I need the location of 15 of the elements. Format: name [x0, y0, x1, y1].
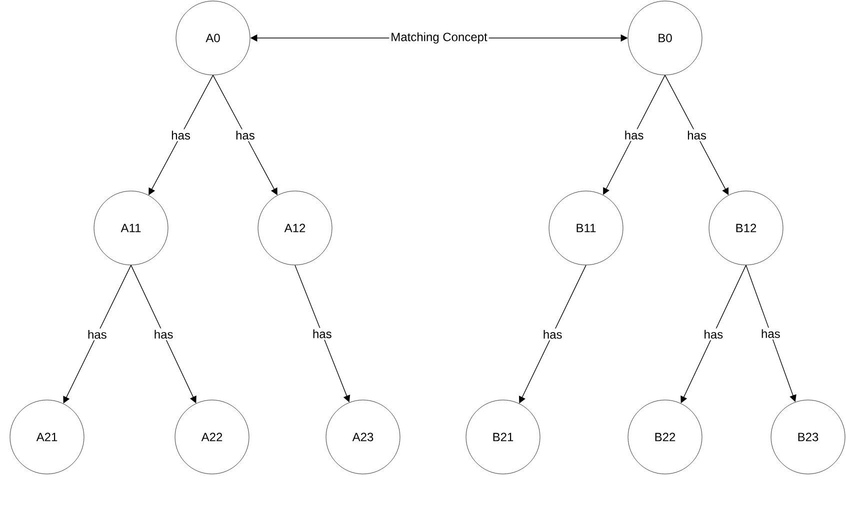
edge-label: has — [686, 129, 708, 142]
edge-label: has — [234, 129, 256, 142]
edge-label: has — [152, 328, 175, 340]
edge-label: has — [86, 328, 108, 340]
arrow — [519, 264, 586, 404]
edge-label: has — [541, 328, 564, 340]
edge-label: has — [622, 129, 646, 141]
arrow — [603, 74, 666, 195]
edge-label: has — [311, 328, 334, 340]
edge-label: has — [760, 328, 782, 340]
edge-label: has — [702, 328, 725, 340]
edge-label: Matching Concept — [389, 30, 489, 46]
arrow — [294, 264, 350, 402]
arrow — [746, 264, 796, 402]
edge-label: has — [170, 129, 192, 142]
